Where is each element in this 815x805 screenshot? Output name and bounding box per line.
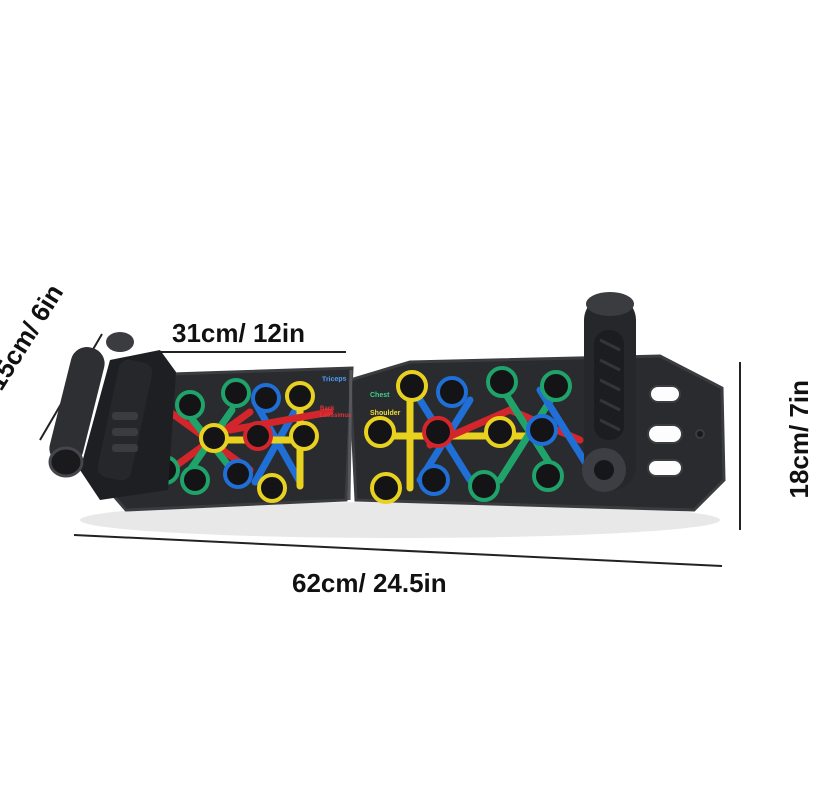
hole-ring [243,421,273,451]
hole-ring [484,416,516,448]
hole-ring [289,421,319,451]
hole-ring [251,383,281,413]
right-push-up-handle [582,292,636,492]
hole-ring [418,464,450,496]
hole-ring [370,472,402,504]
hole-ring [364,416,396,448]
length-dimension-line [73,534,723,567]
hole-ring [257,473,287,503]
hole-ring [396,370,428,402]
hole-ring [422,416,454,448]
hole-ring [540,370,572,402]
hole-ring [223,459,253,489]
hole-ring [468,470,500,502]
product-illustration [39,292,741,567]
legend-shoulder: Shoulder [370,410,401,417]
right-panel-cutouts [647,385,705,477]
legend-chest: Chest [370,392,390,399]
left-push-up-handle [48,332,176,500]
width-dimension-label: 31cm/ 12in [172,318,305,348]
right-panel-holes [364,366,572,504]
board-hinge [347,369,353,501]
hole-ring [180,465,210,495]
legend-triceps: Triceps [321,375,347,384]
hole-ring [526,414,558,446]
right-height-dimension-label: 18cm/ 7in [784,380,814,499]
hole-ring [436,376,468,408]
length-dimension-label: 62cm/ 24.5in [292,568,447,598]
hole-ring [175,390,205,420]
hole-ring [285,381,315,411]
hole-ring [532,460,564,492]
legend-back-latissimus: Back Latissimus [320,406,352,419]
hole-ring [486,366,518,398]
hole-ring [221,378,251,408]
hole-ring [199,423,229,453]
board-shadow [80,502,720,538]
